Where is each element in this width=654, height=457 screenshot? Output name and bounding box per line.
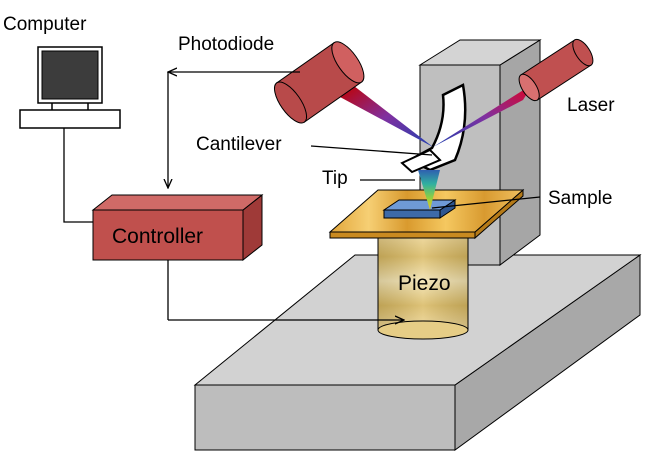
laser — [518, 38, 594, 102]
controller-label: Controller — [112, 225, 203, 248]
piezo-label: Piezo — [398, 272, 451, 295]
sample — [382, 199, 457, 219]
signal-wires — [63, 72, 404, 320]
label-pointers — [310, 145, 541, 209]
cantilever-label: Cantilever — [196, 134, 282, 155]
laser-beam-incident — [433, 84, 533, 147]
afm-tip — [418, 170, 440, 210]
piezo: Piezo — [377, 231, 469, 340]
computer — [19, 46, 121, 129]
sample-label: Sample — [548, 188, 612, 209]
controller: Controller — [91, 193, 264, 262]
photodiode — [273, 41, 365, 124]
photodiode-label: Photodiode — [178, 34, 274, 55]
computer-label: Computer — [3, 14, 87, 35]
cantilever-pointer — [310, 145, 433, 156]
tip-label: Tip — [322, 168, 348, 189]
sample-pointer — [431, 196, 541, 209]
laser-label: Laser — [567, 95, 615, 116]
laser-beam-reflected — [340, 86, 433, 147]
computer-controller-wire — [63, 128, 93, 223]
